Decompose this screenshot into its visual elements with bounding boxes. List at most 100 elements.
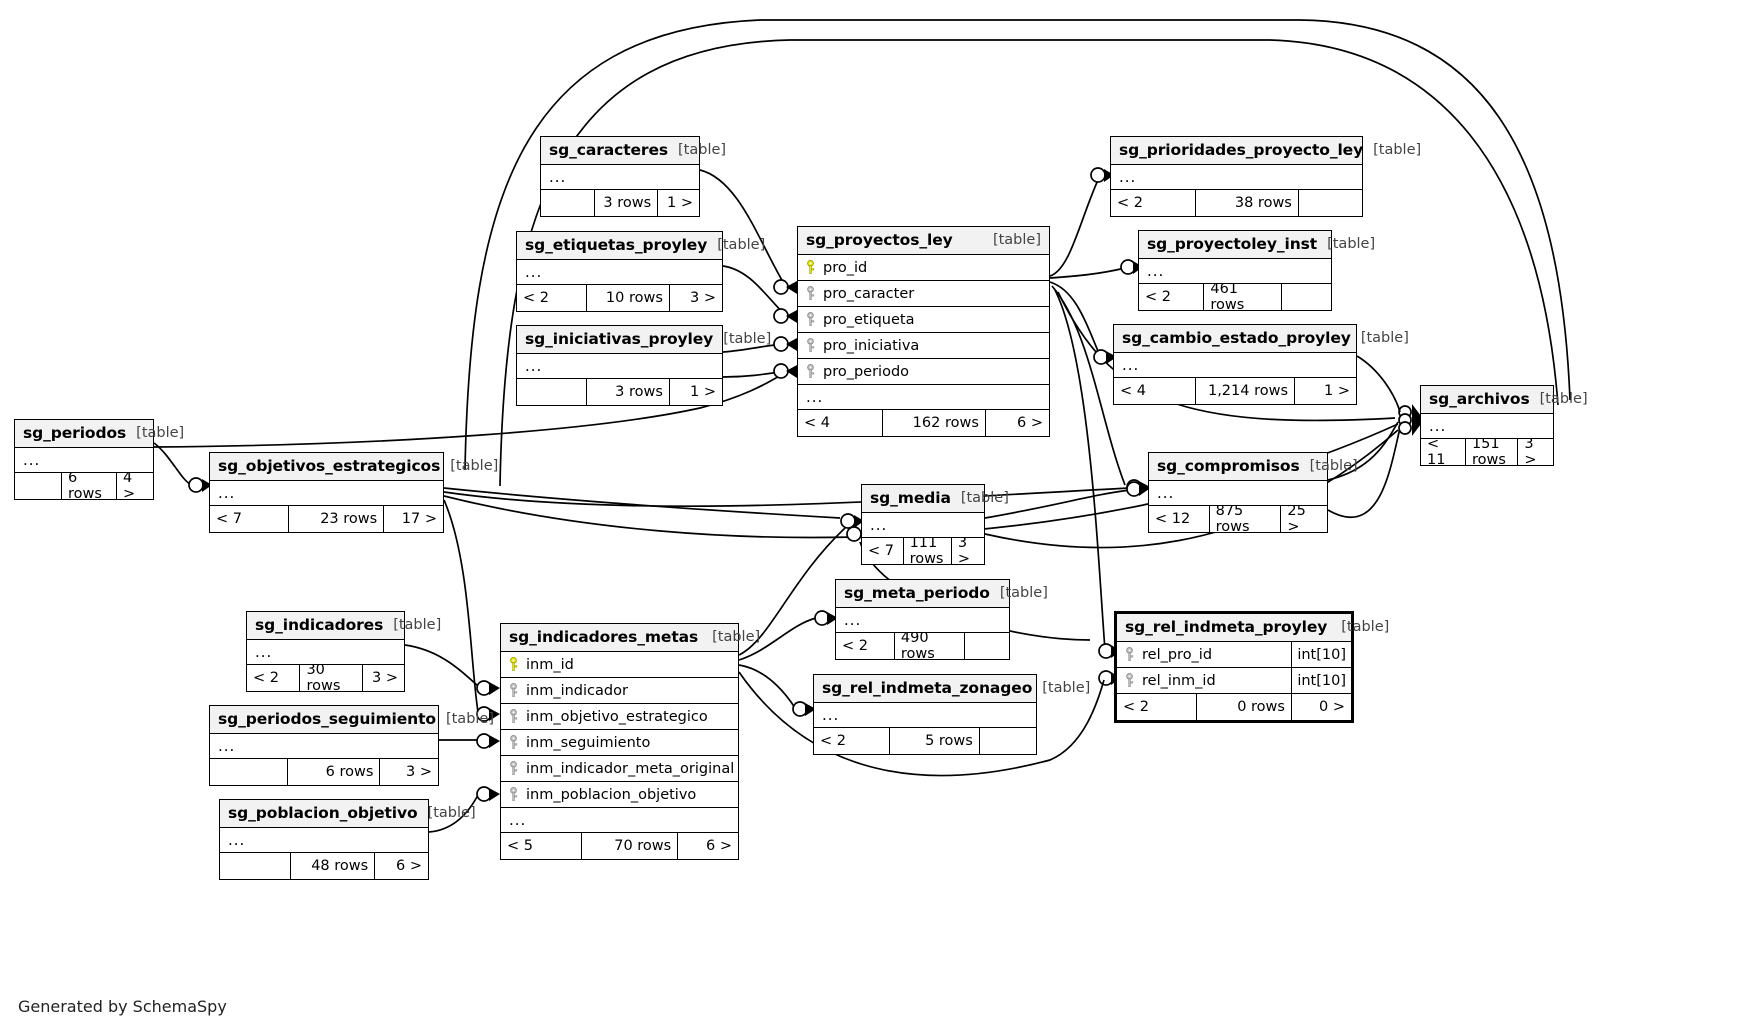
column-type: int[10]	[1291, 642, 1351, 667]
footer-right-relationships: 1 >	[657, 190, 699, 216]
foreign-key-icon	[508, 709, 519, 724]
table-node-sg_proyectos_ley[interactable]: sg_proyectos_ley[table] pro_id pro_caracte…	[797, 226, 1050, 437]
footer-center-relationships: 1,214 rows	[1195, 378, 1294, 404]
footer-left-relationships	[517, 379, 586, 405]
table-header-sg_cambio_estado_proyley: sg_cambio_estado_proyley[table]	[1114, 325, 1409, 353]
more-columns-ellipsis: ...	[210, 481, 443, 506]
column-row-inm_id[interactable]: inm_id	[501, 652, 738, 678]
footer-left-relationships: < 4	[1120, 383, 1146, 399]
table-header-sg_iniciativas_proyley: sg_iniciativas_proyley [table]	[517, 326, 771, 354]
footer-left-relationships: < 2	[523, 290, 549, 306]
footer-center-relationships: 3 rows	[593, 190, 657, 216]
foreign-key-icon	[1124, 673, 1135, 688]
table-title: sg_rel_indmeta_proyley	[1125, 618, 1328, 636]
footer-right-relationships: 3 >	[379, 759, 438, 785]
footer-left-relationships	[210, 759, 287, 785]
column-row-pro_periodo[interactable]: pro_periodo	[798, 359, 1049, 385]
footer-center-relationships: 151 rows	[1464, 439, 1517, 465]
more-columns-ellipsis: ...	[1421, 414, 1553, 439]
more-columns-ellipsis: ...	[798, 385, 1049, 410]
foreign-key-icon	[508, 735, 519, 750]
column-row-inm_indicador[interactable]: inm_indicador	[501, 678, 738, 704]
table-header-sg_rel_indmeta_zonageo: sg_rel_indmeta_zonageo[table]	[814, 675, 1090, 703]
more-columns-ellipsis: ...	[517, 260, 722, 285]
table-title: sg_objetivos_estrategicos	[218, 457, 441, 475]
footer-right-relationships: 1 >	[1294, 378, 1356, 404]
column-name: pro_id	[823, 259, 868, 276]
footer-left-relationships: < 4	[804, 415, 830, 431]
more-columns-ellipsis: ...	[862, 513, 984, 538]
column-row-pro_iniciativa[interactable]: pro_iniciativa	[798, 333, 1049, 359]
column-row-inm_seguimiento[interactable]: inm_seguimiento	[501, 730, 738, 756]
table-kind-label: [table]	[136, 425, 185, 441]
column-row-pro_etiqueta[interactable]: pro_etiqueta	[798, 307, 1049, 333]
table-title: sg_media	[870, 489, 951, 507]
foreign-key-icon	[805, 338, 816, 353]
table-kind-label: [table]	[393, 617, 442, 633]
footer-left-relationships: < 2	[253, 670, 279, 686]
column-row-pro_caracter[interactable]: pro_caracter	[798, 281, 1049, 307]
table-node-sg_etiquetas_proyley[interactable]: sg_etiquetas_proyley[table]... < 2 10 rows…	[516, 231, 765, 312]
column-name: inm_indicador	[526, 682, 628, 699]
footer-right-relationships: 17 >	[383, 506, 443, 532]
table-kind-label: [table]	[445, 711, 495, 727]
footer-right-relationships: 3 >	[1517, 439, 1553, 465]
table-kind-label: [table]	[992, 232, 1041, 248]
table-kind-label: [table]	[1042, 680, 1091, 696]
table-kind-label: [table]	[678, 142, 727, 158]
foreign-key-icon	[805, 364, 816, 379]
table-kind-label: [table]	[1539, 391, 1588, 407]
table-header-sg_periodos_seguimiento: sg_periodos_seguimiento[table]	[210, 706, 494, 734]
column-row-inm_indicador_meta_original[interactable]: inm_indicador_meta_original	[501, 756, 738, 782]
column-name: inm_seguimiento	[526, 734, 651, 751]
table-node-sg_prioridades_proyecto_ley[interactable]: sg_prioridades_proyecto_ley[table]...< 2…	[1110, 136, 1421, 217]
table-title: sg_cambio_estado_proyley	[1122, 329, 1351, 347]
column-row-inm_objetivo_estrategico[interactable]: inm_objetivo_estrategico	[501, 704, 738, 730]
table-header-sg_proyectos_ley: sg_proyectos_ley[table]	[798, 227, 1049, 255]
column-name: inm_objetivo_estrategico	[526, 708, 708, 725]
table-header-sg_meta_periodo: sg_meta_periodo[table]	[836, 580, 1048, 608]
footer-left-relationships: < 2	[1123, 699, 1149, 715]
table-header-sg_objetivos_estrategicos: sg_objetivos_estrategicos[table]	[210, 453, 498, 481]
footer-center-relationships: 111 rows	[902, 538, 951, 564]
table-kind-label: [table]	[712, 629, 761, 645]
column-row-pro_id[interactable]: pro_id	[798, 255, 1049, 281]
more-columns-ellipsis: ...	[501, 808, 738, 833]
footer-right-relationships: 4 >	[116, 473, 153, 499]
table-title: sg_iniciativas_proyley	[525, 330, 714, 348]
table-kind-label: [table]	[723, 331, 772, 347]
more-columns-ellipsis: ...	[1139, 259, 1331, 284]
table-title: sg_periodos	[23, 424, 127, 442]
footer-center-relationships: 10 rows	[585, 285, 669, 311]
table-header-sg_etiquetas_proyley: sg_etiquetas_proyley[table]	[517, 232, 765, 260]
column-row-inm_poblacion_objetivo[interactable]: inm_poblacion_objetivo	[501, 782, 738, 808]
schemaspy-credit: Generated by SchemaSpy	[18, 997, 227, 1016]
more-columns-ellipsis: ...	[1149, 481, 1327, 506]
